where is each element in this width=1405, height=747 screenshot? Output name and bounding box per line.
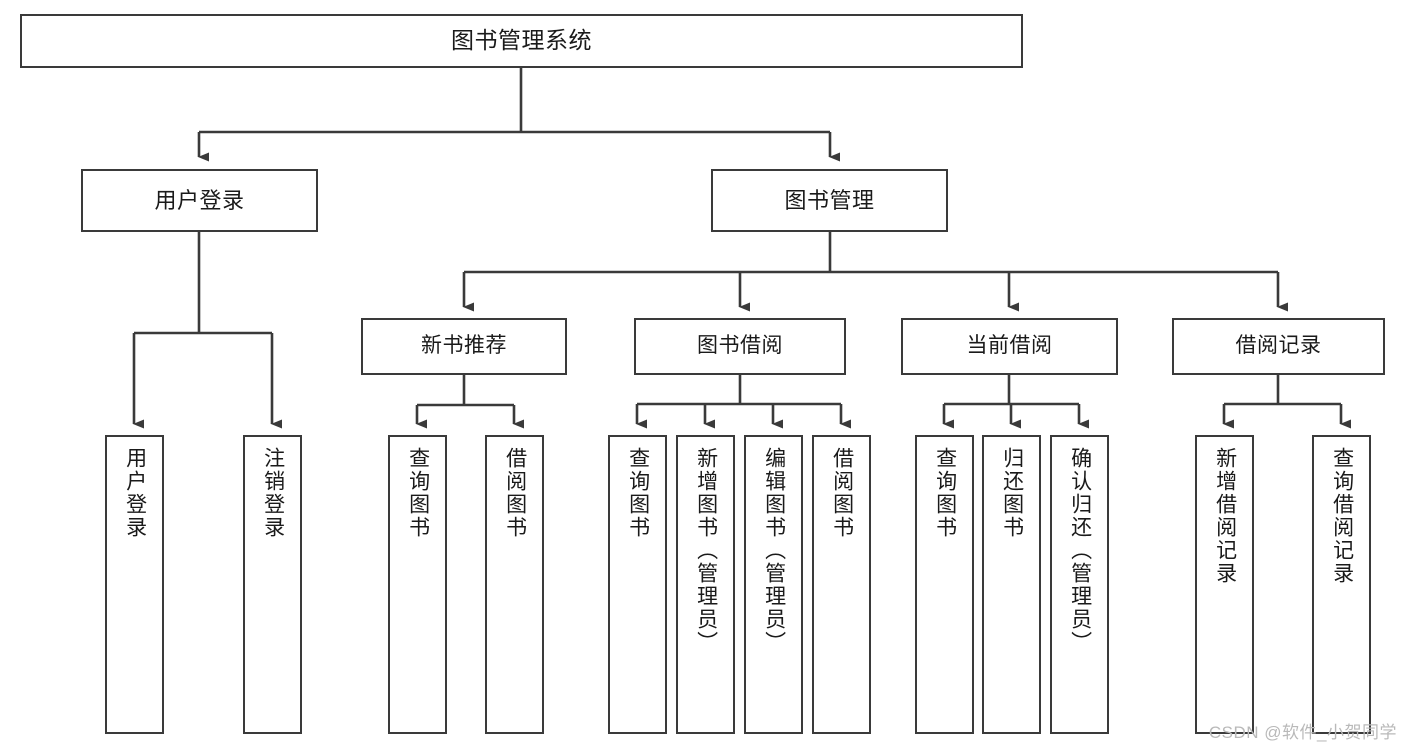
node-new-book-recommend[interactable]: 新书推荐 <box>361 318 567 375</box>
node-leaf-logout-login-label: 注销登录 <box>261 447 285 539</box>
node-leaf-user-login[interactable]: 用户登录 <box>105 435 164 734</box>
node-leaf-add-book[interactable]: 新增图书（管理员） <box>676 435 735 734</box>
node-leaf-query-record-label: 查询借阅记录 <box>1330 447 1354 585</box>
node-leaf-add-record[interactable]: 新增借阅记录 <box>1195 435 1254 734</box>
node-leaf-add-book-label: 新增图书（管理员） <box>694 447 718 654</box>
node-leaf-query-book-1[interactable]: 查询图书 <box>388 435 447 734</box>
node-book-management[interactable]: 图书管理 <box>711 169 948 232</box>
node-book-management-label: 图书管理 <box>784 187 875 213</box>
node-leaf-query-book-2-label: 查询图书 <box>626 447 650 539</box>
node-leaf-confirm-return-label: 确认归还（管理员） <box>1068 447 1092 654</box>
node-borrow-record-label: 借阅记录 <box>1235 334 1322 358</box>
node-leaf-return-book[interactable]: 归还图书 <box>982 435 1041 734</box>
node-root-label: 图书管理系统 <box>451 27 592 54</box>
node-leaf-add-record-label: 新增借阅记录 <box>1213 447 1237 585</box>
node-leaf-return-book-label: 归还图书 <box>1000 447 1024 539</box>
node-leaf-edit-book[interactable]: 编辑图书（管理员） <box>744 435 803 734</box>
node-current-borrow[interactable]: 当前借阅 <box>901 318 1118 375</box>
node-new-book-recommend-label: 新书推荐 <box>421 334 507 358</box>
node-leaf-query-book-1-label: 查询图书 <box>406 447 430 539</box>
node-leaf-borrow-book-2[interactable]: 借阅图书 <box>812 435 871 734</box>
watermark-text: CSDN @软件_小贺同学 <box>1208 723 1397 742</box>
node-leaf-query-book-3[interactable]: 查询图书 <box>915 435 974 734</box>
node-user-login-label: 用户登录 <box>154 187 245 213</box>
node-leaf-confirm-return[interactable]: 确认归还（管理员） <box>1050 435 1109 734</box>
node-user-login[interactable]: 用户登录 <box>81 169 318 232</box>
node-leaf-user-login-label: 用户登录 <box>123 447 147 539</box>
node-root[interactable]: 图书管理系统 <box>20 14 1023 68</box>
node-leaf-edit-book-label: 编辑图书（管理员） <box>762 447 786 654</box>
node-leaf-borrow-book-1[interactable]: 借阅图书 <box>485 435 544 734</box>
node-leaf-query-record[interactable]: 查询借阅记录 <box>1312 435 1371 734</box>
node-book-borrow-label: 图书借阅 <box>697 334 783 358</box>
node-leaf-borrow-book-2-label: 借阅图书 <box>830 447 854 539</box>
node-current-borrow-label: 当前借阅 <box>966 334 1053 358</box>
node-leaf-borrow-book-1-label: 借阅图书 <box>503 447 527 539</box>
node-leaf-logout-login[interactable]: 注销登录 <box>243 435 302 734</box>
node-leaf-query-book-3-label: 查询图书 <box>933 447 957 539</box>
node-leaf-query-book-2[interactable]: 查询图书 <box>608 435 667 734</box>
node-borrow-record[interactable]: 借阅记录 <box>1172 318 1385 375</box>
node-book-borrow[interactable]: 图书借阅 <box>634 318 846 375</box>
